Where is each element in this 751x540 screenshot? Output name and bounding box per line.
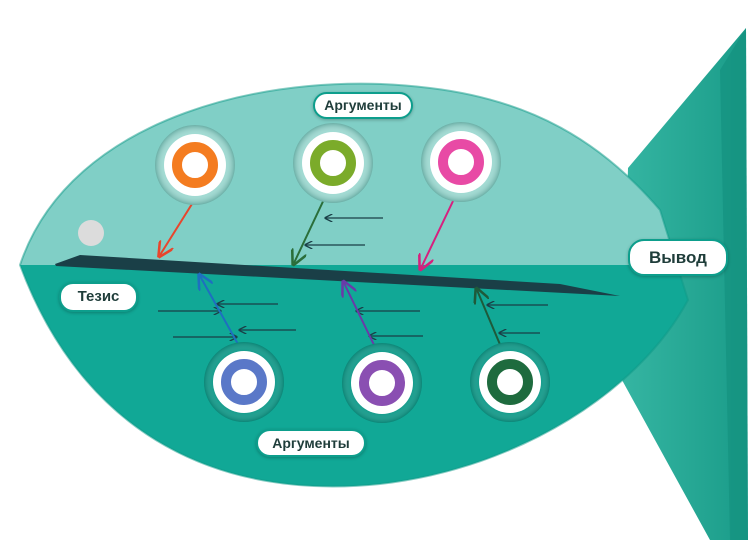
arguments-top-label: Аргументы [313, 92, 413, 119]
fish-tail [622, 28, 748, 540]
bottom-1-node [204, 342, 284, 422]
top-2-node [293, 123, 373, 203]
arguments-bottom-label: Аргументы [256, 429, 366, 457]
conclusion-label: Вывод [628, 239, 728, 276]
fish-eye [78, 220, 104, 246]
darkgreen-ring-icon [487, 359, 533, 405]
top-1-node [155, 125, 235, 205]
bottom-3-node [470, 342, 550, 422]
olive-ring-icon [310, 140, 356, 186]
fish-tail-shade [720, 28, 748, 540]
orange-ring-icon [172, 142, 218, 188]
pink-ring-icon [438, 139, 484, 185]
purple-ring-icon [359, 360, 405, 406]
blue-ring-icon [221, 359, 267, 405]
bottom-2-node [342, 343, 422, 423]
top-3-node [421, 122, 501, 202]
thesis-label: Тезис [59, 282, 138, 312]
minor-arrows [158, 218, 548, 337]
